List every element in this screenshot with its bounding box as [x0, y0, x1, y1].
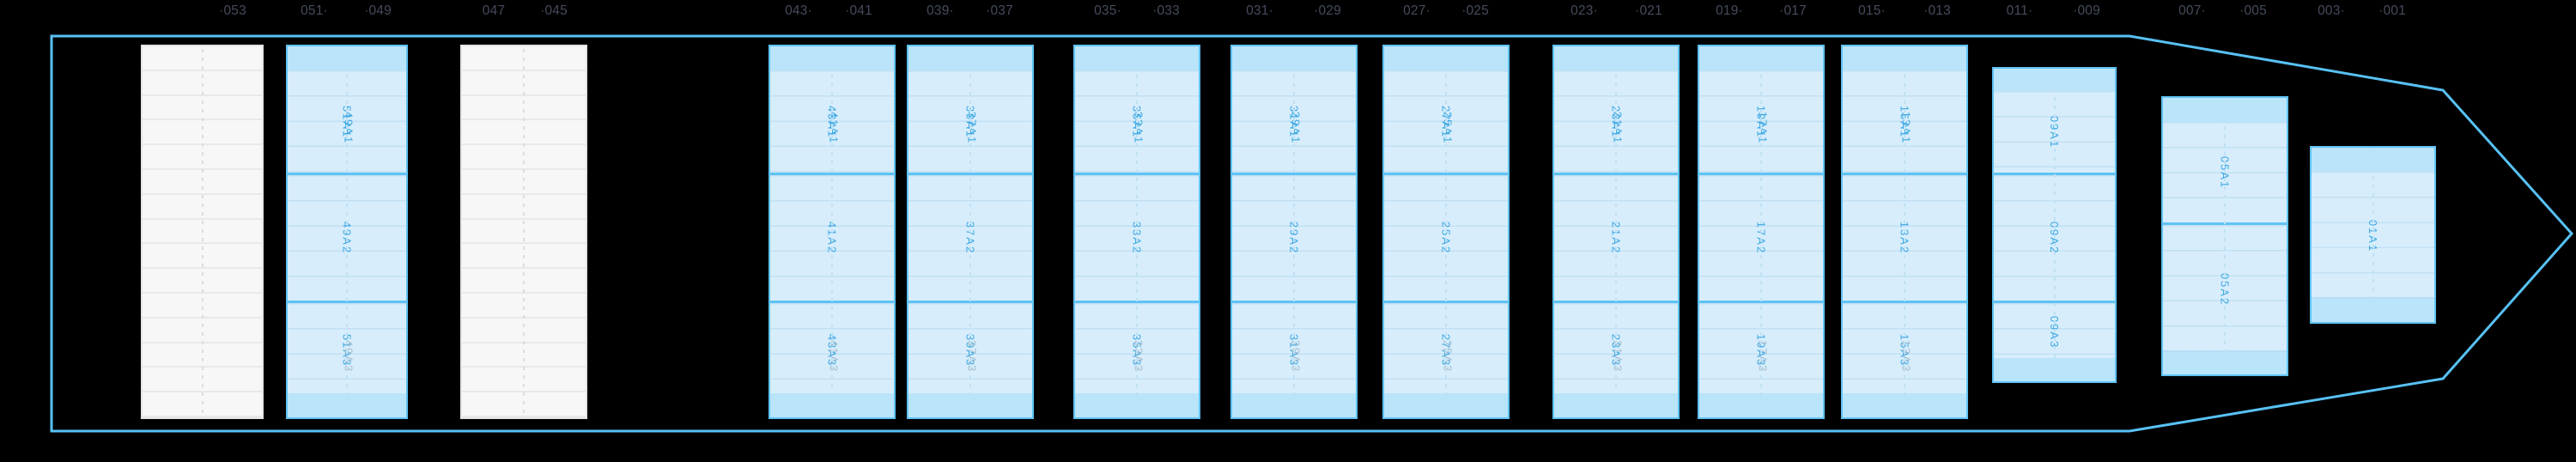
- slot-label: 13A3: [1899, 339, 1913, 373]
- slot-label: 29A3: [1289, 339, 1303, 373]
- bay-centerline: [2224, 100, 2226, 372]
- bay-centerline: [346, 49, 348, 415]
- grid-row: [143, 392, 262, 417]
- bay-centerline: [1136, 49, 1138, 415]
- bay-number-label: ·017: [1779, 3, 1807, 18]
- bay-centerline: [831, 49, 833, 415]
- bay-number-label: 003·: [2318, 3, 2345, 18]
- bay-035-033[interactable]: 35A133A133A235A333A3: [1073, 45, 1200, 419]
- bay-number-label: 031·: [1246, 3, 1273, 18]
- slot-label: 33A3: [1132, 339, 1145, 373]
- bay-055-053[interactable]: [141, 45, 264, 419]
- bay-number-label: 051·: [301, 3, 328, 18]
- bay-centerline: [1293, 49, 1295, 415]
- bay-centerline: [2053, 71, 2056, 379]
- slot-label: 21A1: [1611, 111, 1625, 144]
- bay-003-001[interactable]: 01A1: [2310, 146, 2436, 324]
- slot-label: 41A3: [827, 339, 841, 373]
- bay-number-label: ·045: [540, 3, 568, 18]
- bay-027-025[interactable]: 27A125A125A227A325A3: [1382, 45, 1510, 419]
- bay-031-029[interactable]: 31A129A129A231A329A3: [1230, 45, 1358, 419]
- bay-number-label: ·041: [845, 3, 872, 18]
- slot-label: 21A3: [1611, 339, 1625, 373]
- bay-number-label: 027·: [1403, 3, 1431, 18]
- bay-centerline: [1445, 49, 1447, 415]
- bay-number-label: 039·: [927, 3, 954, 18]
- bay-015-013[interactable]: 15A113A113A215A313A3: [1841, 45, 1968, 419]
- bay-centerline: [1615, 49, 1617, 415]
- slot-label: 41A1: [827, 111, 841, 144]
- bay-number-label: ·049: [364, 3, 392, 18]
- bay-number-label: ·053: [219, 3, 246, 18]
- slot-label: 37A1: [965, 111, 979, 144]
- bay-number-label: ·021: [1635, 3, 1662, 18]
- bay-number-label: ·001: [2379, 3, 2406, 18]
- bay-centerline: [523, 49, 525, 415]
- bay-number-label: 015·: [1858, 3, 1886, 18]
- bay-number-label: 043·: [785, 3, 812, 18]
- bay-047-045[interactable]: [460, 45, 587, 419]
- slot-label: 29A1: [1289, 111, 1303, 144]
- bay-number-label: 023·: [1571, 3, 1598, 18]
- slot-label: 37A3: [965, 339, 979, 373]
- bay-number-label: 007·: [2178, 3, 2206, 18]
- bay-051-049[interactable]: 51A149A149A251A349A3: [286, 45, 408, 419]
- bay-number-label: 047: [482, 3, 506, 18]
- bay-centerline: [969, 49, 971, 415]
- bay-number-label: ·013: [1923, 3, 1951, 18]
- grid-row: [462, 392, 586, 417]
- slot-label: 13A1: [1899, 111, 1913, 144]
- bay-centerline: [1904, 49, 1905, 415]
- bay-019-017[interactable]: 19A117A117A219A317A3: [1698, 45, 1825, 419]
- slot-label: 25A1: [1441, 111, 1455, 144]
- bay-number-label: 019·: [1716, 3, 1743, 18]
- bay-043-041[interactable]: 43A141A141A243A341A3: [769, 45, 896, 419]
- slot-label: 49A3: [342, 339, 355, 373]
- slot-label: 49A1: [342, 111, 355, 144]
- bay-centerline: [201, 49, 204, 415]
- bay-number-label: ·009: [2073, 3, 2100, 18]
- bay-039-037[interactable]: 39A137A137A239A337A3: [907, 45, 1034, 419]
- bay-023-021[interactable]: 23A121A121A223A321A3: [1552, 45, 1680, 419]
- bay-number-label: ·037: [986, 3, 1013, 18]
- bay-011-009[interactable]: 09A109A209A3: [1992, 67, 2117, 383]
- bay-007-005[interactable]: 05A105A2: [2161, 96, 2288, 376]
- bay-number-label: ·033: [1152, 3, 1180, 18]
- bay-centerline: [1760, 49, 1762, 415]
- slot-label: 17A1: [1756, 111, 1770, 144]
- bay-number-label: 011·: [2006, 3, 2033, 18]
- slot-label: 25A3: [1441, 339, 1455, 373]
- bay-number-label: ·025: [1461, 3, 1489, 18]
- bay-number-label: ·029: [1314, 3, 1341, 18]
- bay-centerline: [2372, 150, 2374, 319]
- bay-number-label: ·005: [2239, 3, 2267, 18]
- bay-number-label: 035·: [1094, 3, 1121, 18]
- slot-label: 17A3: [1756, 339, 1770, 373]
- slot-label: 33A1: [1132, 111, 1145, 144]
